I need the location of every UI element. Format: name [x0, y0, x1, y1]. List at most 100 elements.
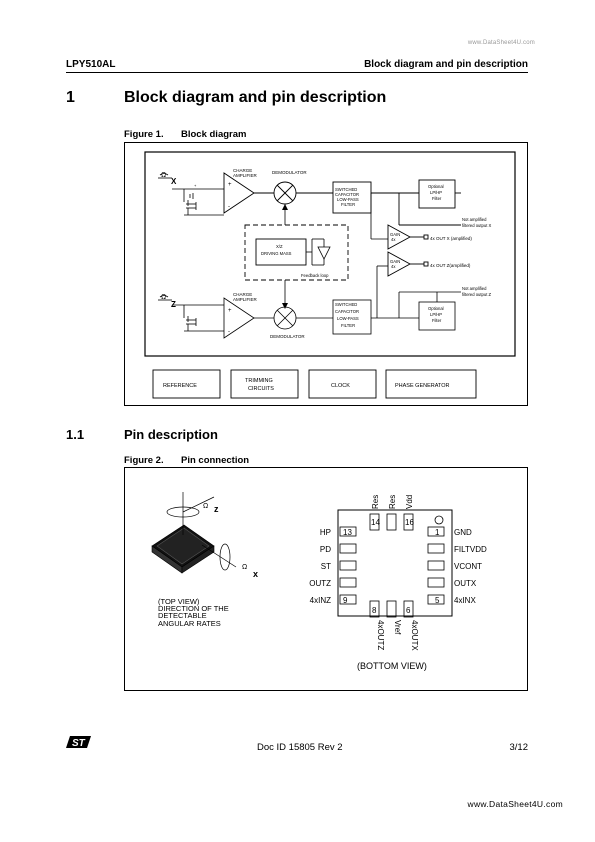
- pin-label-outx: OUTX: [454, 579, 477, 588]
- scf-x-label-1: SWITCHED: [335, 187, 357, 192]
- opt-filter-z-1: Optional: [428, 306, 444, 311]
- x-omega: Ω: [161, 172, 166, 179]
- driving-mass-dashed-box: [244, 224, 349, 281]
- pin13-number: 13: [343, 528, 352, 537]
- bottom-view-caption: (BOTTOM VIEW): [357, 661, 427, 671]
- section-number: 1: [66, 89, 75, 106]
- opt-filter-x-2: LP/HP: [430, 190, 442, 195]
- gain-x-1: GAIN: [390, 232, 400, 237]
- charge-amp-z-label-2: AMPLIFIER: [233, 297, 258, 302]
- out-z-label: 4x OUT Z(amplified): [430, 263, 471, 268]
- clock-label: CLOCK: [331, 383, 350, 389]
- z-axis-label: Z: [171, 300, 176, 309]
- omega-z-label: Ω: [203, 503, 208, 510]
- svg-text:-: -: [228, 329, 230, 335]
- pin-label-vdd: Vdd: [405, 495, 414, 509]
- not-amplified-z-1: Not amplified: [462, 286, 487, 291]
- pin1-marker: [434, 515, 444, 525]
- figure1-title: Block diagram: [181, 129, 247, 140]
- svg-text:-: -: [228, 204, 230, 210]
- scf-z-label-1: SWITCHED: [335, 302, 357, 307]
- trimming-label-1: TRIMMING: [245, 378, 273, 384]
- reference-block: [152, 369, 221, 399]
- pin-label-st: ST: [321, 562, 331, 571]
- pin8-number: 8: [372, 606, 377, 615]
- x-cap-plus: +: [194, 183, 197, 188]
- watermark-top: www.DataSheet4U.com: [467, 40, 535, 46]
- pin-connection-diagram: Ω z Ω x (TOP VIEW) DIRECTION OF THE DETE…: [124, 467, 528, 691]
- pin14-number: 14: [371, 518, 380, 527]
- not-amplified-x-2: filtered output X: [462, 223, 492, 228]
- top-view-line-2: DIRECTION OF THE: [158, 604, 229, 613]
- top-view-line-1: (TOP VIEW): [158, 597, 200, 606]
- not-amplified-z-2: filtered output Z: [462, 292, 492, 297]
- z-omega: Ω: [161, 294, 166, 301]
- svg-text:+: +: [228, 182, 232, 188]
- st-logo: ST: [66, 736, 91, 749]
- demodulator-z-label: DEMODULATOR: [270, 334, 305, 339]
- block-diagram: Ω X + + - CHARGE AMPLIFIER DEMODULATOR S…: [124, 142, 528, 406]
- gain-z-1: GAIN: [390, 259, 400, 264]
- driving-mass-2: DRIVING MASS: [261, 251, 292, 256]
- axis-x-label: x: [253, 569, 258, 579]
- opt-filter-x-3: Filter: [432, 196, 442, 201]
- gain-x-2: 4x: [391, 237, 396, 242]
- section-title: Block diagram and pin description: [124, 89, 387, 106]
- feedback-loop-label: Feedback loop: [301, 273, 329, 278]
- pin9-number: 9: [343, 596, 348, 605]
- charge-amp-z-label-1: CHARGE: [233, 292, 252, 297]
- footer-doc-id: Doc ID 15805 Rev 2: [257, 742, 343, 753]
- svg-text:ST: ST: [72, 738, 86, 749]
- axis-z-label: z: [214, 504, 219, 514]
- figure2-label: Figure 2.: [124, 455, 164, 466]
- sensor-core-box: [144, 151, 516, 357]
- header-rule: [66, 72, 528, 73]
- pin5-number: 5: [435, 596, 440, 605]
- clock-block: [308, 369, 377, 399]
- pin-label-outz: OUTZ: [309, 579, 331, 588]
- scf-z-label-4: FILTER: [341, 323, 355, 328]
- opt-filter-z-2: LP/HP: [430, 312, 442, 317]
- trimming-block: [230, 369, 299, 399]
- omega-x-label: Ω: [242, 564, 247, 571]
- top-view-line-3: DETECTABLE: [158, 611, 207, 620]
- phase-generator-block: [385, 369, 477, 399]
- opt-filter-z-3: Filter: [432, 318, 442, 323]
- x-axis-label: X: [171, 177, 177, 186]
- rotation-arrows: [166, 492, 237, 571]
- subsection-title: Pin description: [124, 427, 218, 442]
- pin-label-res1: Res: [371, 495, 380, 509]
- chip-3d: [151, 524, 215, 574]
- pin-label-vref: Vref: [393, 620, 402, 635]
- pin-label-4xinx: 4xINX: [454, 596, 476, 605]
- scf-x-label-3: LOW-PASS: [337, 197, 359, 202]
- pin-label-hp: HP: [320, 528, 331, 537]
- gain-x-triangle: [387, 224, 411, 250]
- trimming-label-2: CIRCUITS: [248, 386, 274, 392]
- gain-z-2: 4x: [391, 264, 396, 269]
- phase-generator-label: PHASE GENERATOR: [395, 383, 450, 389]
- watermark-bottom: www.DataSheet4U.com: [467, 799, 563, 809]
- pin-label-filtvdd: FILTVDD: [454, 545, 487, 554]
- pin6-number: 6: [406, 606, 411, 615]
- figure2-caption: Figure 2.Pin connection: [124, 455, 249, 466]
- pin-label-4xoutz: 4xOUTZ: [376, 620, 385, 650]
- pin-label-vcont: VCONT: [454, 562, 482, 571]
- subsection-number: 1.1: [66, 427, 85, 442]
- scf-x-label-2: CAPACITOR: [335, 192, 359, 197]
- x-axis-sensor: [158, 173, 224, 216]
- pin-label-pd: PD: [320, 545, 331, 554]
- pin-label-4xoutx: 4xOUTX: [410, 620, 419, 651]
- scf-z-label-3: LOW-PASS: [337, 316, 359, 321]
- pin-label-res2: Res: [388, 495, 397, 509]
- scf-z-label-2: CAPACITOR: [335, 309, 359, 314]
- pin16-number: 16: [405, 518, 414, 527]
- pin-label-4xinz: 4xINZ: [310, 596, 331, 605]
- header-section-title: Block diagram and pin description: [364, 59, 528, 70]
- out-x-label: 4x OUT X (amplified): [430, 236, 472, 241]
- figure1-caption: Figure 1.Block diagram: [124, 129, 246, 140]
- package-outline: [337, 509, 453, 617]
- gain-z-triangle: [387, 251, 411, 277]
- opt-filter-x-1: Optional: [428, 184, 444, 189]
- charge-amp-x-label-2: AMPLIFIER: [233, 173, 258, 178]
